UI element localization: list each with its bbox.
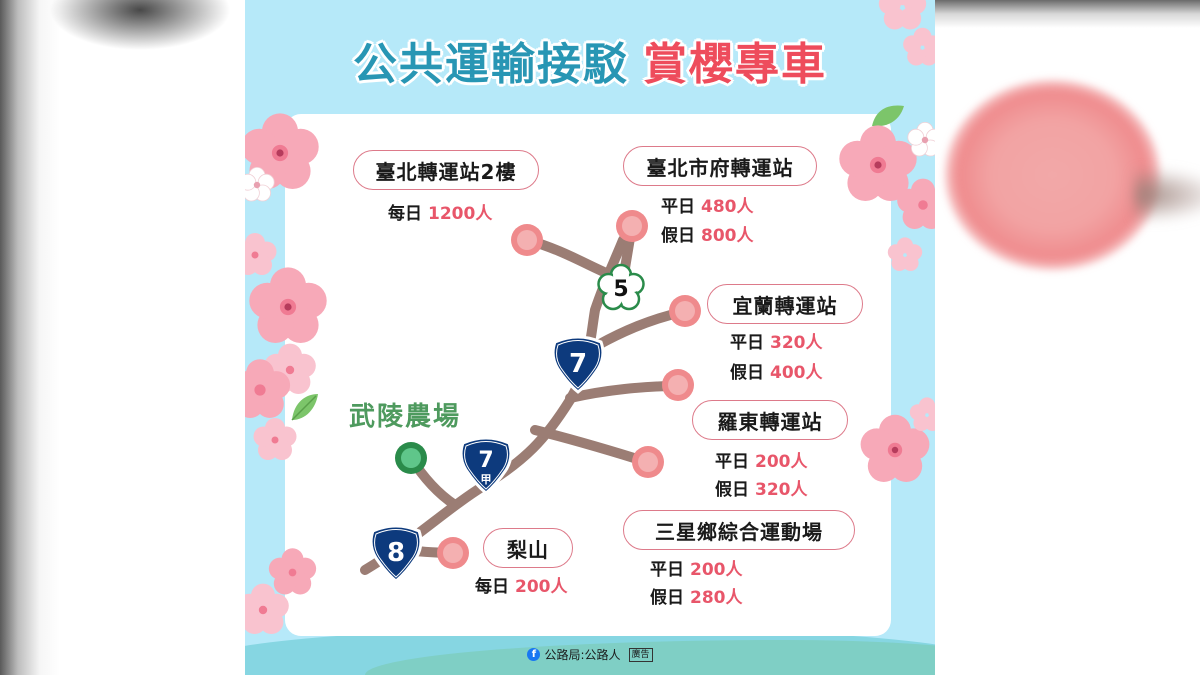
- station-node-luodong: [662, 369, 694, 401]
- stat-label: 假日: [730, 363, 764, 383]
- white-blossom-icon: [245, 167, 275, 202]
- cherry-blossom-icon: [245, 233, 277, 275]
- main-branch: [360, 235, 628, 575]
- ad-tag: 廣告: [628, 647, 653, 662]
- cherry-blossom-icon: [268, 548, 317, 595]
- stat-value: 800人: [701, 226, 754, 246]
- station-node-lishan: [437, 537, 469, 569]
- cherry-blossom-icon: [903, 27, 935, 66]
- title-transit: 公共運輸接駁: [353, 39, 629, 90]
- blurred-background-right: [935, 0, 1200, 675]
- station-stat: 平日 200人: [650, 556, 743, 584]
- cherry-blossom-icon: [245, 359, 291, 418]
- destination-label-wuling: 武陵農場: [349, 402, 462, 432]
- footer-source: 公路局:公路人: [544, 648, 621, 662]
- blurred-background-left: [0, 0, 245, 675]
- leaf-icon: [872, 105, 904, 127]
- station-stat: 平日 480人: [661, 193, 754, 221]
- poster-title: 公共運輸接駁賞櫻專車: [245, 28, 935, 92]
- route-5-shield-icon: 5: [597, 263, 645, 311]
- station-stat: 每日 200人: [475, 573, 568, 601]
- cherry-blossom-icon: [860, 414, 930, 482]
- stat-label: 每日: [475, 577, 509, 597]
- stat-label: 假日: [661, 226, 695, 246]
- stat-value: 200人: [515, 577, 568, 597]
- cherry-blossom-icon: [909, 397, 935, 431]
- cherry-blossom-icon: [249, 267, 327, 343]
- station-stat: 假日 320人: [715, 476, 808, 504]
- stat-label: 假日: [650, 588, 684, 608]
- destination-node-wuling: [395, 442, 427, 474]
- route-7-shield-icon: 7: [551, 335, 605, 394]
- route-7a-shield-icon: 7 甲: [459, 436, 513, 495]
- cherry-blossom-icon: [245, 113, 319, 189]
- svg-text:8: 8: [387, 538, 405, 568]
- stat-value: 200人: [755, 452, 808, 472]
- title-sakura: 賞櫻專車: [643, 39, 827, 90]
- station-label-taipei-bus-station: 臺北轉運站2樓: [353, 150, 539, 190]
- footer-credit: f 公路局:公路人 廣告: [245, 646, 935, 663]
- station-node-taipei-bus-station: [511, 224, 543, 256]
- stat-value: 320人: [755, 480, 808, 500]
- station-stat: 平日 200人: [715, 448, 808, 476]
- stat-value: 280人: [690, 588, 743, 608]
- cherry-blossom-icon: [839, 125, 917, 201]
- white-blossom-icon: [907, 122, 935, 157]
- cherry-blossom-icon: [887, 237, 923, 271]
- leaf-icon: [291, 394, 318, 421]
- station-node-yilan: [669, 295, 701, 327]
- station-stat: 平日 320人: [730, 329, 823, 357]
- cherry-blossom-icon: [878, 0, 927, 30]
- station-node-taipei-city-hall: [616, 210, 648, 242]
- stat-label: 每日: [388, 204, 422, 224]
- facebook-icon: f: [527, 648, 541, 661]
- station-stat: 每日 1200人: [388, 200, 492, 228]
- cherry-blossom-icon: [253, 418, 297, 460]
- svg-text:甲: 甲: [481, 473, 492, 486]
- stat-value: 400人: [770, 363, 823, 383]
- station-label-taipei-city-hall: 臺北市府轉運站: [623, 146, 817, 186]
- stat-label: 平日: [730, 333, 764, 353]
- stat-label: 假日: [715, 480, 749, 500]
- station-stat: 假日 800人: [661, 222, 754, 250]
- station-label-lishan: 梨山: [483, 528, 573, 568]
- stat-value: 320人: [770, 333, 823, 353]
- station-node-sanxing: [632, 446, 664, 478]
- route-map: 5 7 7 甲 8: [360, 210, 701, 583]
- poster: 公共運輸接駁賞櫻專車: [245, 0, 935, 675]
- svg-text:5: 5: [613, 277, 628, 302]
- station-label-sanxing: 三星鄉綜合運動場: [623, 510, 855, 550]
- cherry-blossom-icon: [897, 178, 935, 229]
- cherry-blossom-icon: [245, 583, 289, 634]
- stat-label: 平日: [661, 197, 695, 217]
- blurred-station-node: [945, 80, 1160, 270]
- stat-label: 平日: [715, 452, 749, 472]
- route-8-shield-icon: 8: [369, 524, 423, 583]
- station-label-yilan: 宜蘭轉運站: [707, 284, 863, 324]
- blurred-branch: [1135, 170, 1200, 220]
- stat-value: 1200人: [428, 204, 493, 224]
- stat-label: 平日: [650, 560, 684, 580]
- station-label-luodong: 羅東轉運站: [692, 400, 848, 440]
- svg-text:7: 7: [569, 349, 587, 379]
- station-stat: 假日 400人: [730, 359, 823, 387]
- svg-text:7: 7: [478, 448, 493, 473]
- station-stat: 假日 280人: [650, 584, 743, 612]
- stat-value: 200人: [690, 560, 743, 580]
- stat-value: 480人: [701, 197, 754, 217]
